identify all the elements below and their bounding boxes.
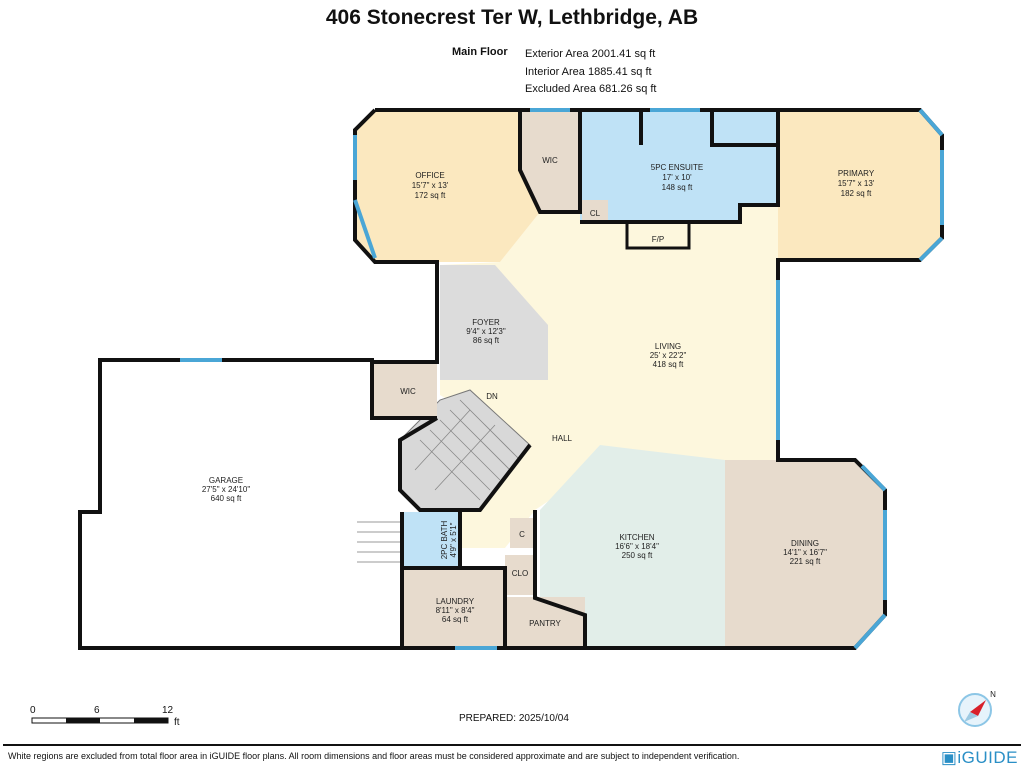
disclaimer: White regions are excluded from total fl… xyxy=(8,751,740,761)
c-label: C xyxy=(519,530,525,539)
wic-top-label: WIC xyxy=(542,156,558,165)
kitchen-dims: 16'6" x 18'4" xyxy=(615,542,659,551)
bath-name: 2PC BATH xyxy=(440,521,449,560)
stair-treads xyxy=(414,399,521,501)
logo-icon: ▣ xyxy=(940,748,958,767)
excluded-area: Excluded Area 681.26 sq ft xyxy=(525,83,657,95)
bath-dims: 4'9" x 5'1" xyxy=(449,522,458,557)
prepared-date: PREPARED: 2025/10/04 xyxy=(459,713,569,724)
ensuite-name: 5PC ENSUITE xyxy=(651,163,703,172)
area-summary: Exterior Area 2001.41 sq ft Interior Are… xyxy=(525,46,656,99)
pantry-label: PANTRY xyxy=(529,619,561,628)
garage-steps xyxy=(357,521,400,563)
laundry-dims: 8'11" x 8'4" xyxy=(436,606,475,615)
scale-tick-0: 0 xyxy=(30,705,36,716)
foyer-dims: 9'4" x 12'3" xyxy=(466,327,506,336)
fp-label: F/P xyxy=(652,235,664,244)
kitchen-name: KITCHEN xyxy=(619,533,654,542)
clo-label: CLO xyxy=(512,569,528,578)
living-area: 418 sq ft xyxy=(653,360,684,369)
laundry-room xyxy=(402,568,505,648)
office-room xyxy=(355,110,540,262)
foyer-area: 86 sq ft xyxy=(473,336,500,345)
bath-label: 2PC BATH 4'9" x 5'1" xyxy=(440,521,458,560)
primary-room xyxy=(778,110,942,260)
stairs-down-label: DN xyxy=(486,392,498,401)
dining-dims: 14'1" x 16'7" xyxy=(783,548,827,557)
cl-room xyxy=(582,200,608,222)
scale-unit: ft xyxy=(174,717,180,728)
garage-dims: 27'5" x 24'10" xyxy=(202,485,250,494)
garage-name: GARAGE xyxy=(209,476,243,485)
windows xyxy=(180,108,944,650)
primary-name: PRIMARY xyxy=(838,169,875,178)
foyer-room xyxy=(440,265,548,380)
wic-mid-room xyxy=(372,362,437,418)
living-name: LIVING xyxy=(655,342,681,351)
iguide-logo: ▣iGUIDE xyxy=(941,748,1018,768)
wic-mid-label: WIC xyxy=(400,387,416,396)
living-dims: 25' x 22'2" xyxy=(650,351,687,360)
office-dims: 15'7" x 13' xyxy=(412,181,449,190)
clo-room xyxy=(505,555,535,595)
kitchen-area: 250 sq ft xyxy=(622,551,653,560)
scale-bar xyxy=(31,717,169,724)
bath-room xyxy=(402,512,460,568)
scale-tick-12: 12 xyxy=(162,705,174,716)
foyer-name: FOYER xyxy=(472,318,500,327)
laundry-name: LAUNDRY xyxy=(436,597,475,606)
pantry-room xyxy=(505,597,585,648)
page-title: 406 Stonecrest Ter W, Lethbridge, AB xyxy=(325,6,699,29)
compass-icon: N xyxy=(958,690,996,727)
hall-label: HALL xyxy=(552,434,573,443)
living-room xyxy=(440,205,778,548)
kitchen-room xyxy=(540,445,725,648)
ensuite-area: 148 sq ft xyxy=(662,183,693,192)
garage-area: 640 sq ft xyxy=(211,494,242,503)
dining-name: DINING xyxy=(791,539,819,548)
dining-area: 221 sq ft xyxy=(790,557,821,566)
primary-dims: 15'7" x 13' xyxy=(838,179,875,188)
c-room xyxy=(510,518,535,548)
office-area: 172 sq ft xyxy=(415,191,446,200)
laundry-area: 64 sq ft xyxy=(442,615,469,624)
wic-top-room xyxy=(520,110,580,212)
office-name: OFFICE xyxy=(415,171,444,180)
logo-text: iGUIDE xyxy=(957,748,1018,767)
ensuite-room xyxy=(580,110,778,222)
primary-area: 182 sq ft xyxy=(841,189,872,198)
compass-north: N xyxy=(990,690,996,699)
interior-area: Interior Area 1885.41 sq ft xyxy=(525,65,652,78)
cl-label: CL xyxy=(590,209,601,218)
dining-room xyxy=(725,460,885,648)
floor-label: Main Floor xyxy=(452,46,508,58)
footer-divider xyxy=(3,744,1021,746)
ensuite-dims: 17' x 10' xyxy=(662,173,692,182)
exterior-area: Exterior Area 2001.41 sq ft xyxy=(525,48,656,60)
scale-tick-6: 6 xyxy=(94,705,100,716)
